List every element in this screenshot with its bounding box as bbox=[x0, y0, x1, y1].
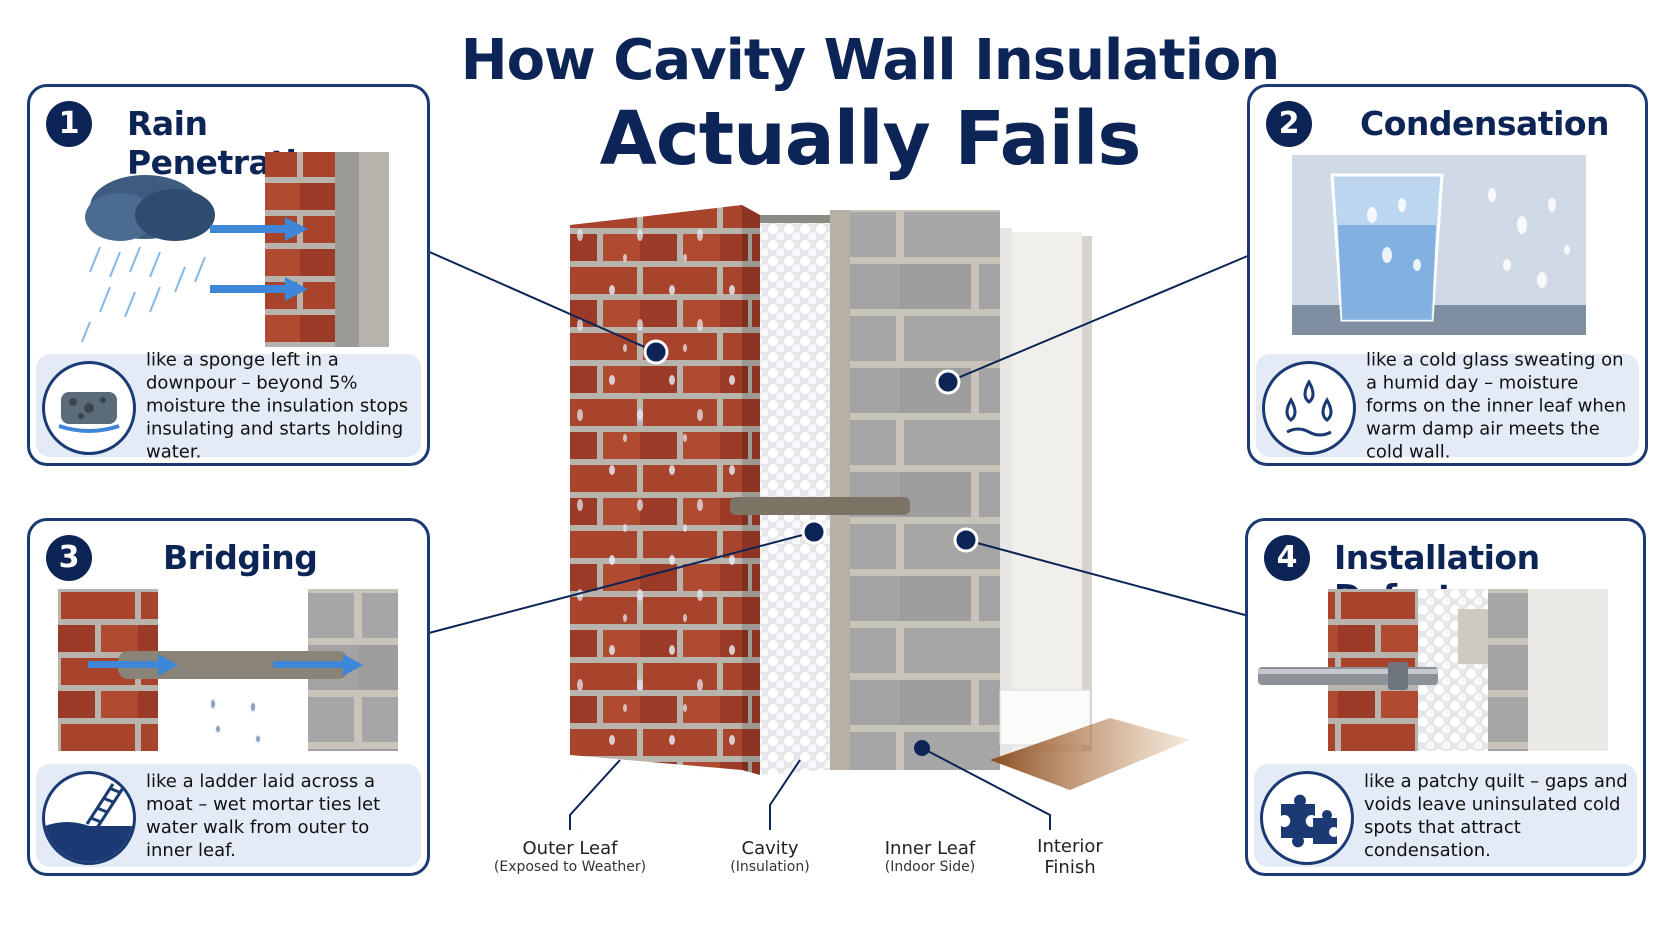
marker-inner-leaf-lower bbox=[914, 740, 930, 756]
connector-lines bbox=[424, 249, 1251, 830]
marker-outer-leaf bbox=[643, 339, 669, 365]
rain-cloud-icon bbox=[85, 175, 215, 241]
ladder-moat-icon bbox=[42, 770, 136, 865]
label-interior-finish-main: Interior bbox=[1037, 836, 1103, 857]
page-title-line-2: Actually Fails bbox=[599, 96, 1142, 182]
label-outer-leaf-sub: (Exposed to Weather) bbox=[493, 859, 647, 875]
label-cavity-main: Cavity bbox=[741, 838, 799, 859]
sponge-icon bbox=[42, 360, 136, 455]
page-title-line-1: How Cavity Wall Insulation bbox=[460, 28, 1281, 93]
card-description: like a ladder laid across a moat – wet m… bbox=[36, 764, 421, 867]
card-description: like a cold glass sweating on a humid da… bbox=[1256, 349, 1639, 462]
bridging-illustration bbox=[58, 589, 398, 751]
card-text: like a sponge left in a downpour – beyon… bbox=[146, 349, 409, 462]
label-outer-leaf-main: Outer Leaf bbox=[522, 838, 618, 859]
card-rain-penetration: 1 Rain Penetration bbox=[27, 84, 430, 466]
marker-cavity bbox=[801, 519, 827, 545]
label-cavity-sub: (Insulation) bbox=[730, 859, 810, 875]
label-interior-finish-sub: Finish bbox=[1044, 857, 1096, 878]
label-interior-finish: Interior Finish bbox=[1010, 836, 1130, 878]
card-number: 2 bbox=[1266, 101, 1312, 147]
wall-tie bbox=[730, 497, 910, 515]
installation-defects-illustration bbox=[1258, 589, 1608, 751]
water-arrow-icon bbox=[88, 654, 363, 676]
card-title: Bridging bbox=[163, 538, 318, 577]
card-bridging: 3 Bridging bbox=[27, 518, 430, 876]
puzzle-icon bbox=[1260, 770, 1354, 865]
rain-penetration-illustration bbox=[81, 152, 389, 347]
card-condensation: 2 Condensation like a cold glass sweatin… bbox=[1247, 84, 1648, 466]
card-text: like a cold glass sweating on a humid da… bbox=[1366, 349, 1627, 462]
pipe-icon bbox=[1258, 662, 1438, 690]
label-inner-leaf: Inner Leaf (Indoor Side) bbox=[860, 838, 1000, 875]
marker-inner-leaf-upper bbox=[935, 369, 961, 395]
card-number: 3 bbox=[46, 535, 92, 581]
marker-inner-leaf-middle bbox=[953, 527, 979, 553]
card-text: like a ladder laid across a moat – wet m… bbox=[146, 770, 381, 861]
label-outer-leaf: Outer Leaf (Exposed to Weather) bbox=[480, 838, 660, 875]
card-text: like a patchy quilt – gaps and voids lea… bbox=[1364, 770, 1628, 861]
card-installation-defects: 4 Installation Defects like a patchy qui… bbox=[1245, 518, 1646, 876]
card-description: like a sponge left in a downpour – beyon… bbox=[36, 349, 421, 462]
condensation-illustration bbox=[1292, 155, 1586, 335]
label-inner-leaf-sub: (Indoor Side) bbox=[884, 859, 976, 875]
water-drops-icon bbox=[1262, 360, 1356, 455]
card-number: 4 bbox=[1264, 535, 1310, 581]
inner-leaf bbox=[830, 210, 1000, 770]
water-arrow-icon bbox=[210, 217, 308, 301]
card-number: 1 bbox=[46, 101, 92, 147]
label-cavity: Cavity (Insulation) bbox=[700, 838, 840, 875]
cavity-insulation bbox=[760, 215, 830, 775]
card-description: like a patchy quilt – gaps and voids lea… bbox=[1254, 764, 1637, 867]
card-title: Condensation bbox=[1360, 104, 1610, 143]
label-inner-leaf-main: Inner Leaf bbox=[884, 838, 976, 859]
interior-finish bbox=[990, 228, 1190, 790]
outer-leaf bbox=[570, 205, 760, 775]
